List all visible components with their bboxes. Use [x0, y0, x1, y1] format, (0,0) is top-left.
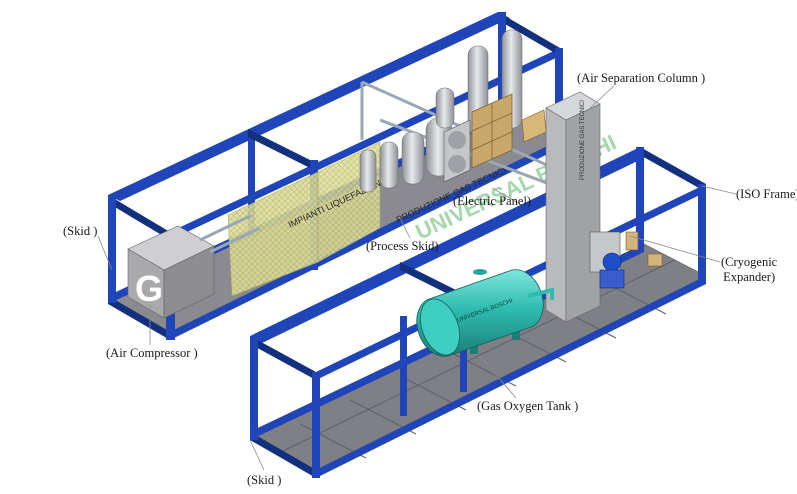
cryogenic-expander-label: (Cryogenic Expander)	[721, 256, 777, 283]
compressor-logo: G	[135, 268, 163, 309]
air-separation-column-label: (Air Separation Column )	[577, 71, 706, 85]
cryogenic-expander	[589, 231, 663, 289]
electric-panel-label: (Electric Panel)	[453, 194, 532, 208]
air-separation-column: PRODUZIONE GAS TECNICI	[545, 91, 601, 323]
air-compressor-label: (Air Compressor )	[106, 346, 198, 360]
skid-label-bottom: (Skid )	[247, 473, 282, 487]
iso-frame-label: (ISO Frame)	[736, 187, 797, 201]
cryogenic-expander-label-line1: (Cryogenic	[721, 255, 778, 269]
leader-lines	[97, 85, 737, 471]
column-text: PRODUZIONE GAS TECNICI	[580, 100, 586, 180]
gas-oxygen-tank-label: (Gas Oxygen Tank )	[477, 399, 579, 413]
cryogenic-expander-label-line2: Expander)	[723, 269, 776, 284]
gas-oxygen-tank: UNIVERSAL BOSCHI	[416, 269, 554, 357]
process-skid-label: (Process Skid)	[366, 239, 439, 253]
air-compressor: G	[127, 225, 215, 319]
electric-panel	[471, 93, 547, 169]
skid-label-top: (Skid )	[63, 224, 98, 238]
